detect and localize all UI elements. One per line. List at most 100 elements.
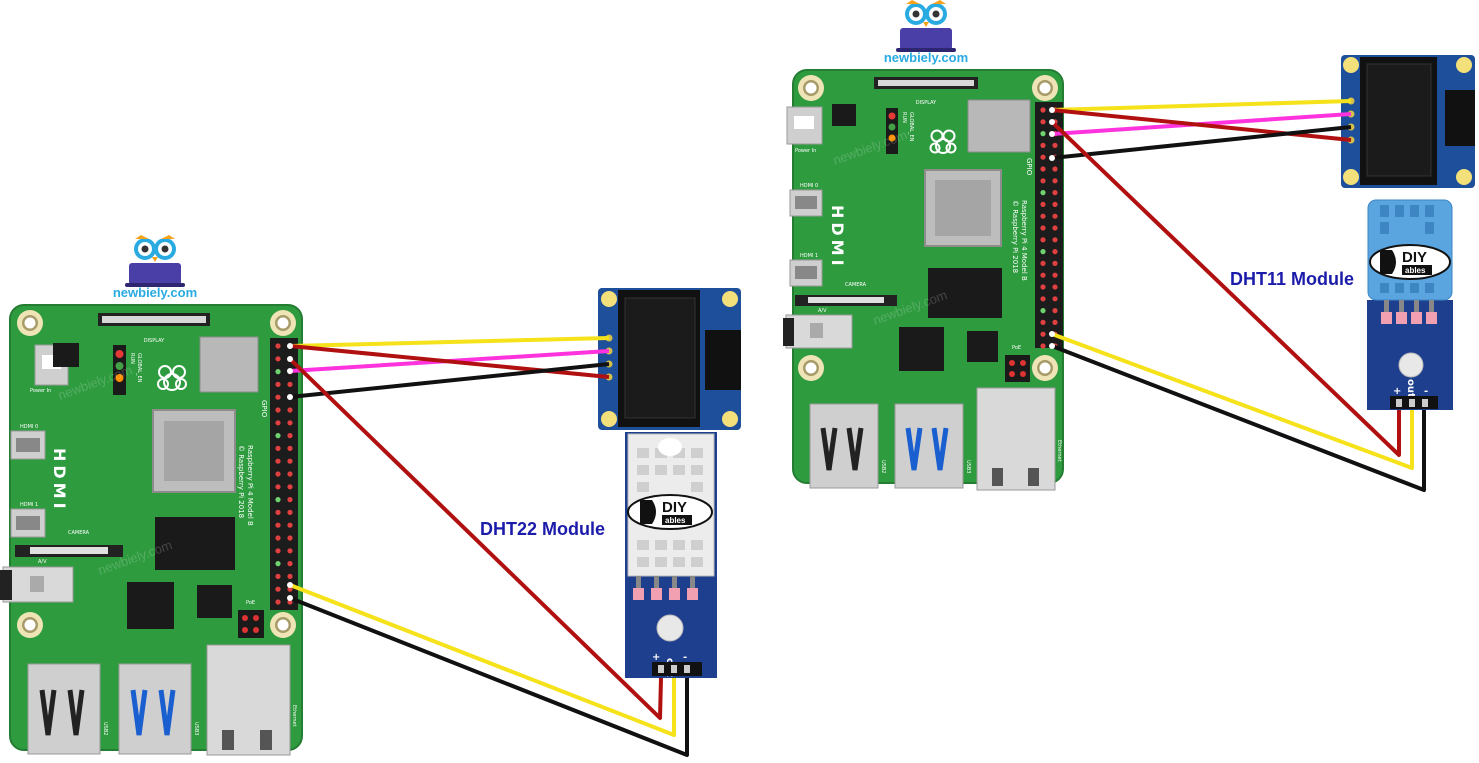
pin-out: out [1405, 379, 1416, 398]
gpio-pin [275, 381, 281, 387]
hdmi0-label: HDMI 0 [800, 183, 818, 189]
camera-label: CAMERA [845, 282, 867, 288]
model-line-1: Raspberry Pi 4 Model B [1020, 200, 1028, 281]
pin-minus: - [683, 652, 687, 663]
brand-logo-right: newbiely.com [884, 0, 968, 65]
hdmi-label: HDMI [50, 448, 69, 513]
hdmi1-label: HDMI 1 [800, 253, 818, 259]
led-label-global: GLOBAL_EN [908, 112, 914, 142]
model-line-2: © Raspberry Pi 2018 [237, 445, 245, 518]
usb3-label: USB3 [193, 722, 199, 735]
gpio-pin [287, 509, 293, 515]
display-label: DISPLAY [144, 338, 165, 344]
gpio-pin [287, 458, 293, 464]
gpio-pin [1040, 260, 1046, 266]
led-label-run: RUN [129, 353, 135, 364]
gpio-pin [287, 381, 293, 387]
gpio-pin [275, 394, 281, 400]
gpio-pin [275, 586, 281, 592]
gpio-pin [287, 484, 293, 490]
gpio-label: GPIO [1025, 158, 1033, 176]
av-label: A/V [818, 308, 827, 314]
gpio-pin [1052, 319, 1058, 325]
gpio-pin [275, 407, 281, 413]
wires-right [1049, 99, 1426, 492]
gpio-pin [287, 586, 293, 592]
gpio-pins [1040, 107, 1058, 349]
owl-logo-icon [125, 235, 185, 287]
usb2-label: USB2 [102, 722, 108, 735]
ethernet-label: Ethernet [291, 705, 297, 727]
gpio-pin [1052, 249, 1058, 255]
owl-logo-icon [896, 0, 956, 52]
gpio-pin [287, 573, 293, 580]
diagram-left: newbiely.com DISPLAY Power In RUN GLO [0, 235, 741, 757]
brand-text: newbiely.com [884, 50, 968, 65]
power-in-label: Power In [30, 388, 51, 394]
gpio-pin [275, 548, 281, 554]
gpio-pin [287, 497, 293, 503]
gpio-pin [1052, 201, 1058, 207]
gpio-pin [275, 573, 281, 580]
logo-sub: ables [1405, 266, 1426, 275]
dht11-sensor-module: DIY ables + out - [1367, 199, 1453, 410]
hdmi-label: HDMI [828, 205, 847, 270]
gpio-pin [1040, 308, 1046, 314]
gpio-pin [1040, 190, 1046, 196]
gpio-pin [1052, 178, 1058, 184]
gpio-pin [1040, 225, 1046, 231]
gpio-pin [1040, 166, 1046, 172]
gpio-pin [275, 433, 281, 439]
gpio-pin [275, 471, 281, 477]
usb2-label: USB2 [880, 460, 886, 473]
gpio-pin [1052, 237, 1058, 243]
gpio-pin [1040, 319, 1046, 325]
gpio-pin [1052, 225, 1058, 231]
dht22-sensor-module: DIY ables + out - [625, 432, 717, 678]
model-line-1: Raspberry Pi 4 Model B [246, 445, 254, 526]
pin-minus: - [1424, 386, 1428, 397]
brand-text: newbiely.com [113, 285, 197, 300]
gpio-pin [1040, 331, 1046, 337]
gpio-pin [287, 548, 293, 554]
gpio-pin [275, 509, 281, 515]
gpio-pin [1040, 131, 1046, 137]
diyables-logo-icon: DIY ables [1369, 244, 1451, 280]
gpio-pin [287, 420, 293, 426]
gpio-pin [1052, 166, 1058, 172]
gpio-pin [1040, 107, 1046, 113]
gpio-pin [1040, 237, 1046, 243]
raspberry-logo-icon [157, 365, 187, 391]
gpio-pin [1040, 296, 1046, 302]
gpio-pin [275, 484, 281, 490]
gpio-pin [275, 599, 281, 605]
diyables-logo-icon: DIY ables [627, 494, 713, 530]
gpio-pin [1040, 249, 1046, 255]
gpio-pin [1052, 260, 1058, 266]
oled-display-left [598, 288, 741, 430]
av-label: A/V [38, 559, 47, 565]
gpio-pin [1040, 142, 1046, 148]
gpio-pin [1040, 272, 1046, 278]
gpio-pin [275, 420, 281, 426]
gpio-pin [1040, 213, 1046, 219]
gpio-pin [1052, 190, 1058, 196]
gpio-pin [275, 343, 281, 349]
gpio-pin [287, 561, 293, 567]
gpio-pin [1052, 284, 1058, 290]
led-label-global: GLOBAL_EN [136, 353, 142, 383]
dht22-module-label: DHT22 Module [480, 519, 605, 539]
gpio-pin [1052, 213, 1058, 219]
gpio-pin [1052, 142, 1058, 148]
ethernet-label: Ethernet [1056, 440, 1062, 462]
pin-plus: + [652, 652, 660, 663]
camera-label: CAMERA [68, 530, 90, 536]
gpio-pin [275, 535, 281, 541]
gpio-pin [275, 458, 281, 464]
power-in-label: Power In [795, 148, 816, 154]
gpio-pin [275, 522, 281, 528]
raspberry-pi-board-right: DISPLAY Power In RUN GLOBAL_EN Raspberry… [783, 69, 1179, 491]
gpio-pin [287, 522, 293, 528]
gpio-pin [1040, 343, 1046, 349]
